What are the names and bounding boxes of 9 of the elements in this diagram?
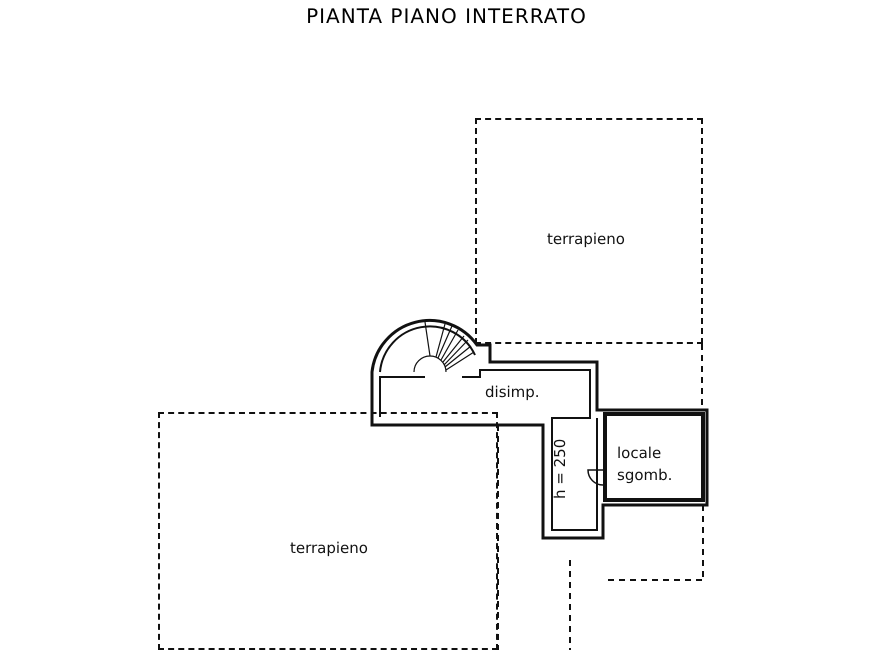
embankment-area [475, 118, 703, 344]
room-label: terrapieno [547, 230, 625, 248]
storage-room [603, 412, 705, 502]
embankment-area [158, 412, 498, 650]
room-label: disimp. [485, 383, 540, 401]
room-label: terrapieno [290, 539, 368, 557]
height-dimension: h = 250 [551, 439, 569, 499]
room-label: locale sgomb. [617, 443, 674, 486]
drawing-title: PIANTA PIANO INTERRATO [305, 4, 588, 28]
